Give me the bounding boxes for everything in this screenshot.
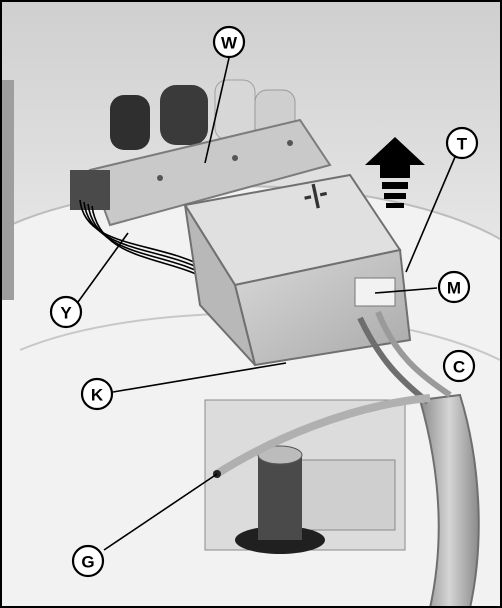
callout-w: W [212,25,246,59]
callout-m-label: M [447,279,461,298]
callout-g-label: G [81,553,94,572]
module-marking: -|- [300,176,330,210]
callout-k: K [80,377,114,411]
up-arrow-icon [365,137,425,208]
callout-w-label: W [221,34,238,53]
leader-t [405,156,456,273]
housing-left-shadow [0,80,14,300]
callout-g: G [71,544,105,578]
callout-y: Y [49,295,83,329]
leader-lines [77,57,456,551]
base-terminal-block [204,399,406,551]
cable-c [357,310,480,608]
leader-k [112,362,287,393]
module-box: -|- [183,173,412,367]
callout-c-label: C [453,358,465,377]
leader-m [374,287,438,294]
leader-w [204,57,230,164]
callout-t: T [445,126,479,160]
top-components [110,79,296,150]
leader-y [77,232,129,303]
circuit-board-w [70,118,332,227]
callout-k-label: K [91,386,104,405]
callout-c: C [442,349,476,383]
callout-y-label: Y [60,304,72,323]
wire-g [212,394,431,479]
callout-t-label: T [457,135,468,154]
leader-g [103,473,218,551]
callout-m: M [437,270,471,304]
terminal-post [235,445,325,554]
